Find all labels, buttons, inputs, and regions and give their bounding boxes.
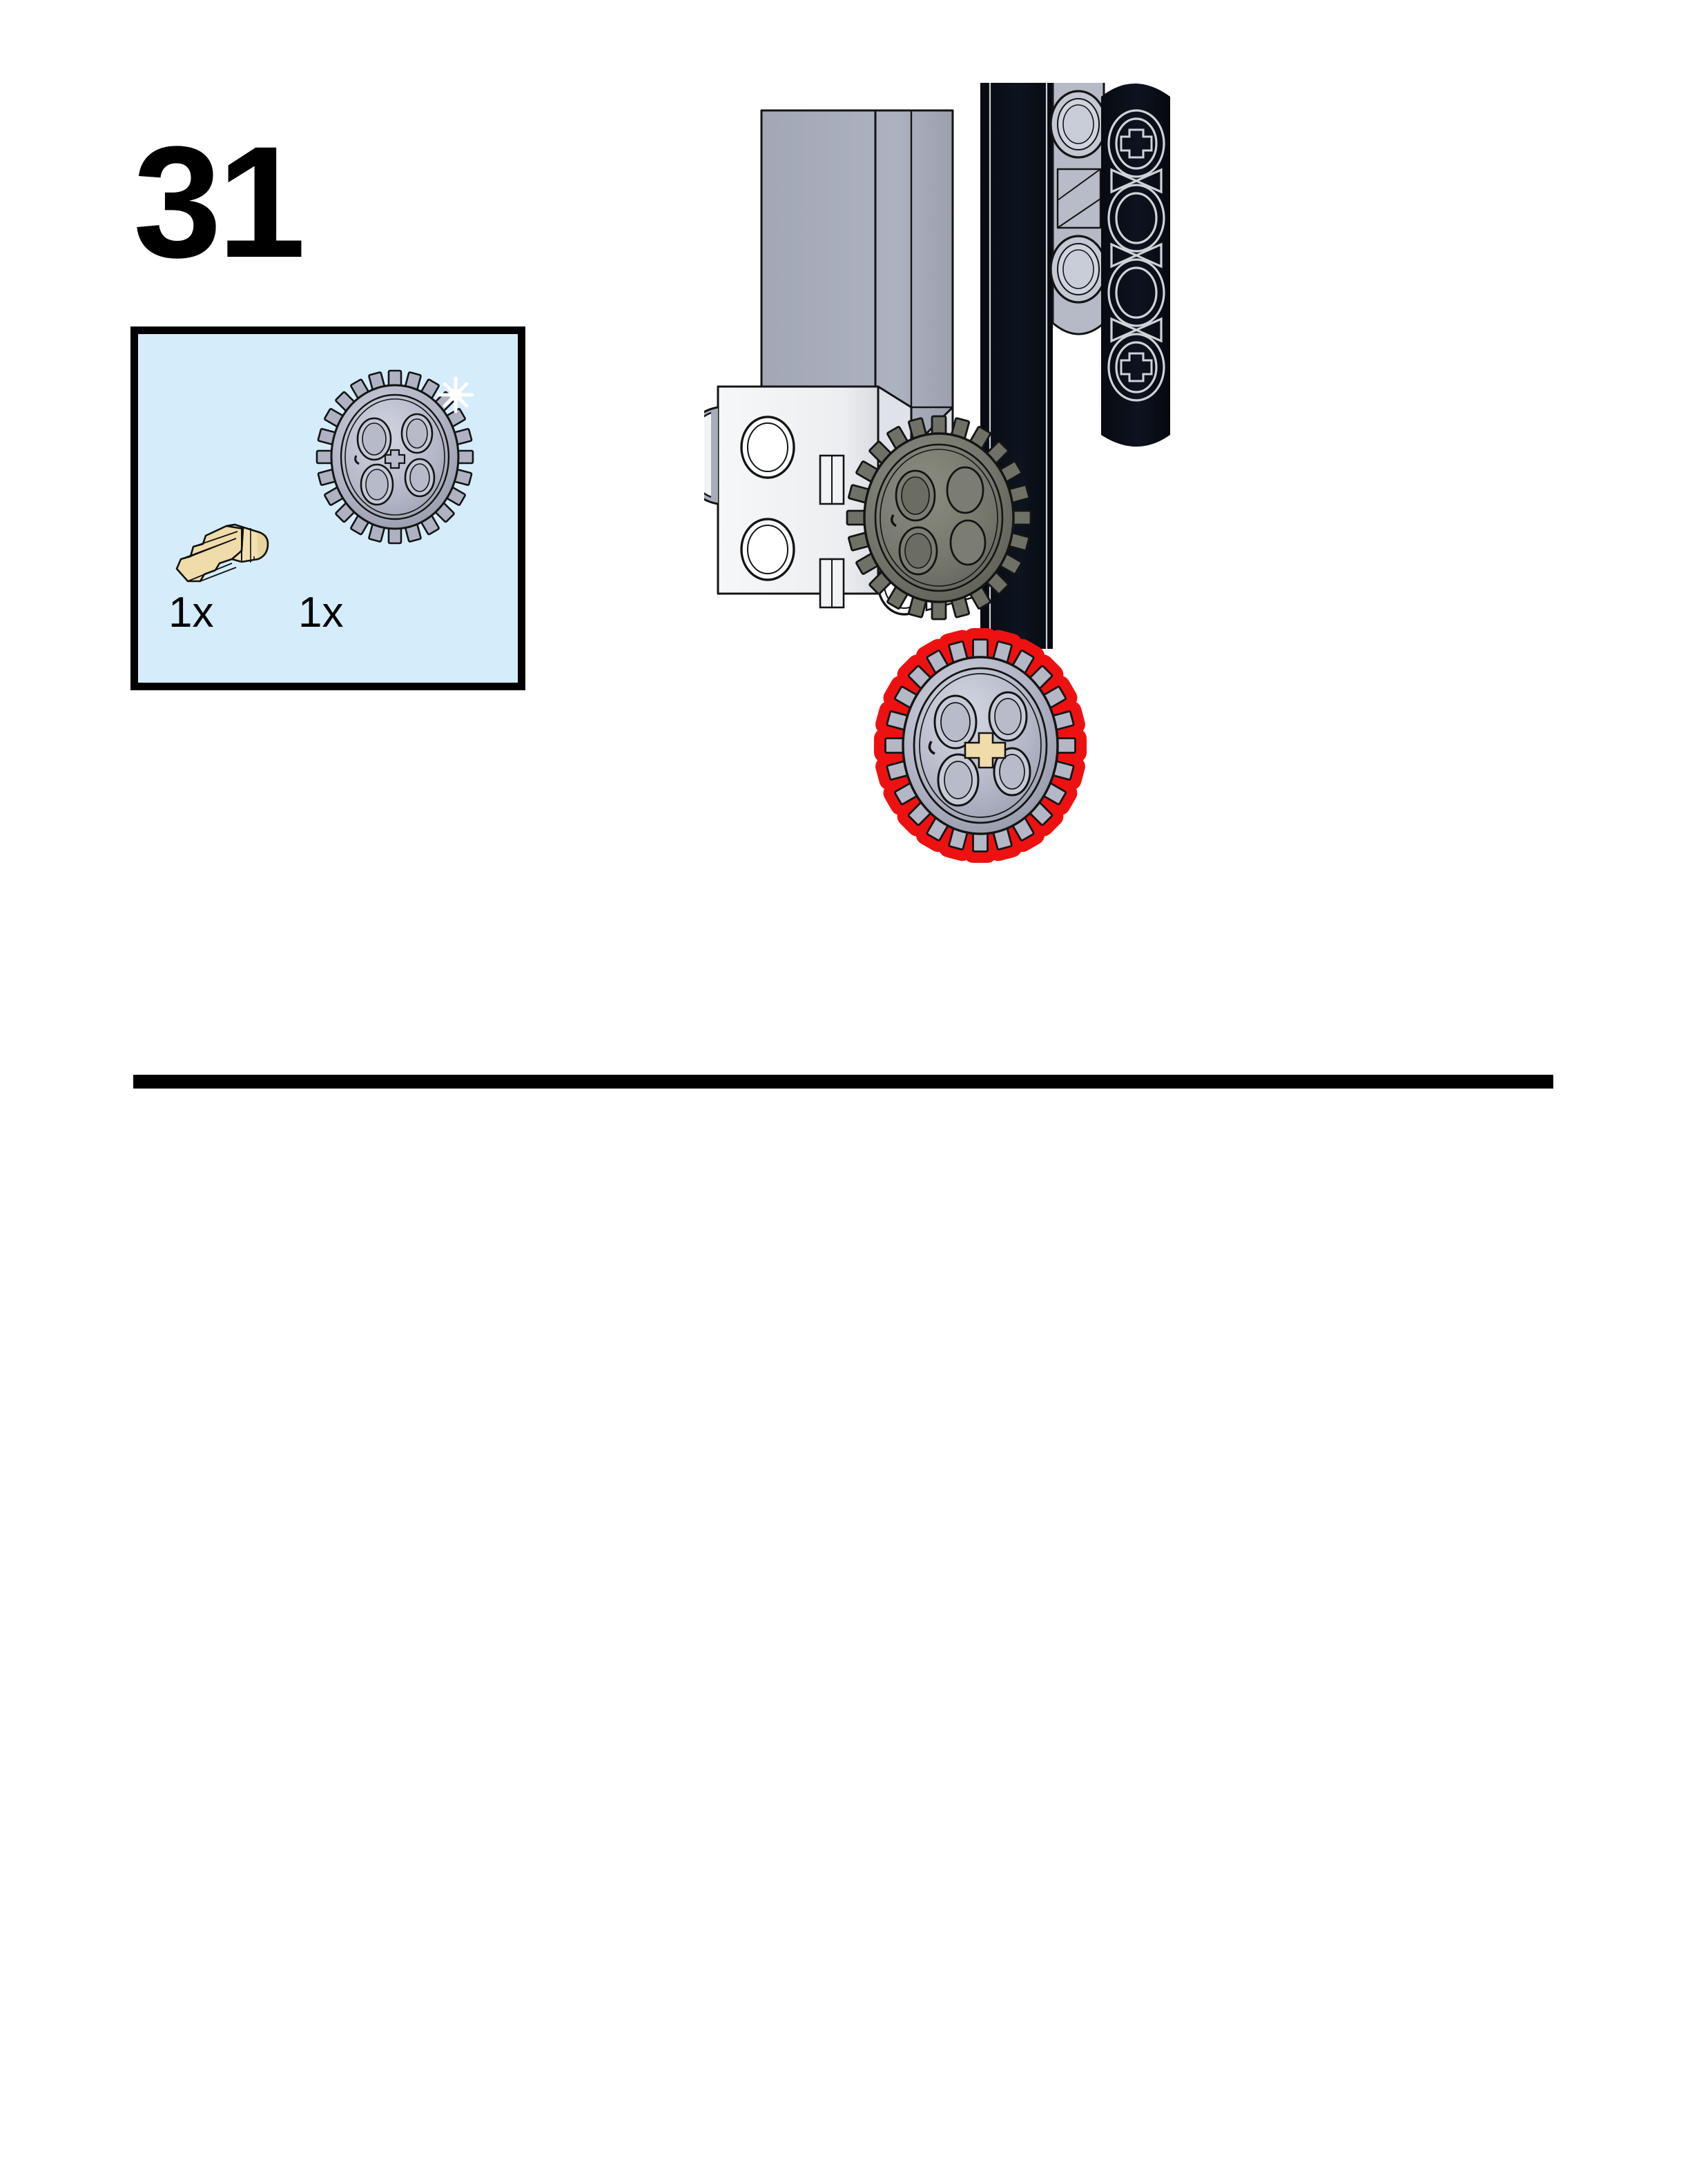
gray-24-tooth-gear-icon	[315, 369, 474, 545]
tan-axle-cross	[964, 732, 1007, 769]
gear-24-tooth-dark	[846, 415, 1032, 621]
tan-axle-pin-icon	[175, 523, 269, 583]
build-step-31: 31 1x	[0, 0, 1690, 1077]
assembly-illustration-31	[683, 61, 1395, 1063]
parts-callout-31: 1x	[130, 326, 525, 690]
technic-liftarm-gray	[1049, 61, 1107, 335]
part-quantity-label: 1x	[168, 589, 214, 636]
axle-hole-cross	[1120, 128, 1153, 382]
technic-beam-black-outer	[1101, 84, 1170, 447]
step-number-31: 31	[133, 113, 306, 291]
gear-24-tooth-new-highlighted	[874, 628, 1087, 863]
build-step-32: 32 1x	[0, 1104, 1690, 2184]
sparkle-icon	[437, 376, 474, 413]
step-divider	[133, 1075, 1553, 1089]
part-quantity-label: 1x	[298, 589, 344, 636]
